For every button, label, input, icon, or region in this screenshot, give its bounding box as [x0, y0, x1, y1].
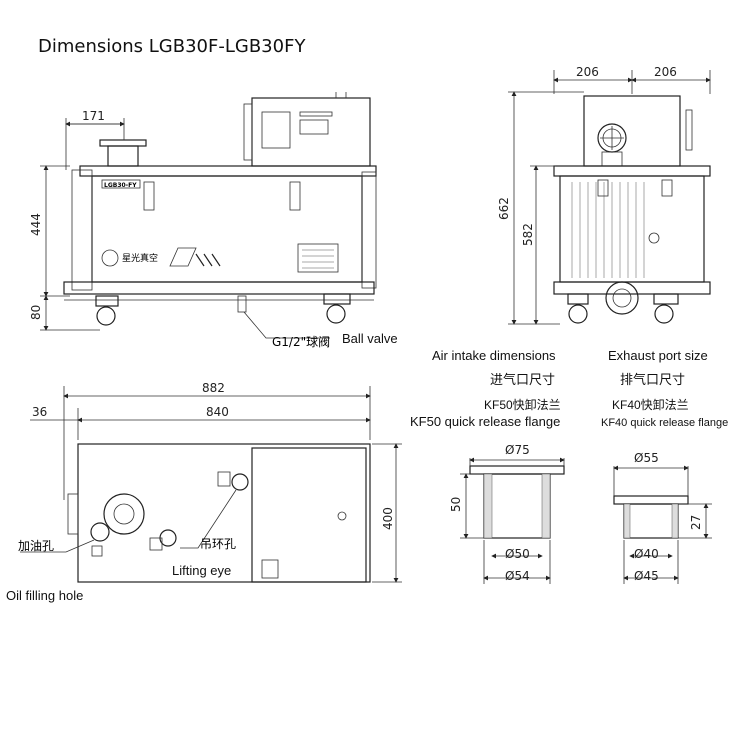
exhaust-flange-drawing: Ø55 27 Ø40 Ø45 — [613, 451, 712, 584]
exhaust-heading-cn: 排气口尺寸 — [620, 372, 686, 387]
model-plate — [101, 179, 141, 189]
lifting-cn: 吊环孔 — [200, 537, 236, 551]
dim-front-height: 444 — [29, 213, 43, 236]
oil-filling-hole-icon — [90, 522, 110, 542]
dim-top-overall: 882 — [202, 381, 225, 395]
wheel-right — [326, 304, 346, 324]
display-screen — [299, 119, 329, 135]
exhaust-d-bottom: Ø45 — [634, 569, 659, 583]
exhaust-port-icon — [605, 281, 639, 315]
dim-side-body: 582 — [521, 223, 535, 246]
side-body — [559, 175, 705, 283]
pump-body — [91, 175, 363, 283]
oil-hole-cn: 加油孔 — [18, 539, 54, 553]
intake-flange-icon — [103, 493, 145, 535]
intake-height: 50 — [449, 497, 463, 512]
front-view: LGB30-FY 星光真空 171 444 80 G1/2"球阀 — [29, 92, 377, 349]
handle-right — [289, 181, 301, 211]
ball-valve-icon — [237, 295, 247, 313]
vent-grille — [571, 182, 645, 278]
intake-d-mid: Ø50 — [505, 547, 530, 561]
dim-top-offset: 36 — [32, 405, 47, 419]
dim-side-left: 206 — [576, 65, 599, 79]
dim-front-base: 80 — [29, 305, 43, 320]
intake-flange-cn: KF50快卸法兰 — [484, 398, 561, 412]
oil-filling-hole-label: Oil filling hole — [6, 588, 84, 603]
model-plate-text: LGB30-FY — [104, 182, 137, 189]
exhaust-d-top: Ø55 — [634, 451, 659, 465]
exhaust-heading-en: Exhaust port size — [608, 348, 708, 363]
intake-d-bottom: Ø54 — [505, 569, 530, 583]
intake-flange-en: KF50 quick release flange — [410, 414, 561, 429]
intake-d-top: Ø75 — [505, 443, 530, 457]
side-view: 206 206 662 582 — [497, 65, 711, 325]
brand-logo-icon — [101, 249, 119, 267]
wheel-left — [96, 306, 116, 326]
valve-callout: G1/2"球阀 — [272, 335, 330, 349]
handle-left — [143, 181, 155, 211]
top-view: 882 840 36 400 加油孔 吊环孔 — [18, 381, 402, 583]
top-body — [77, 443, 371, 583]
lifting-eye-label: Lifting eye — [172, 563, 232, 578]
exhaust-d-mid: Ø40 — [634, 547, 659, 561]
dim-top-body: 840 — [206, 405, 229, 419]
dim-front-width: 171 — [82, 109, 105, 123]
dim-side-right: 206 — [654, 65, 677, 79]
warning-label — [297, 243, 339, 273]
dim-top-depth: 400 — [381, 507, 395, 530]
exhaust-flange-cn: KF40快卸法兰 — [612, 398, 689, 412]
exhaust-flange-en: KF40 quick release flange — [601, 417, 729, 429]
ball-valve-label: Ball valve — [342, 331, 398, 346]
intake-heading-cn: 进气口尺寸 — [490, 372, 556, 387]
intake-heading-en: Air intake dimensions — [432, 348, 556, 363]
dim-side-total: 662 — [497, 197, 511, 220]
intake-flange-drawing: Ø75 50 Ø50 Ø54 — [449, 443, 565, 584]
lifting-eye-icon — [231, 473, 249, 491]
brand-logo-text: 星光真空 — [122, 252, 158, 264]
exhaust-height: 27 — [689, 515, 703, 530]
page-title: Dimensions LGB30F-LGB30FY — [38, 36, 306, 57]
control-panel — [261, 111, 291, 149]
